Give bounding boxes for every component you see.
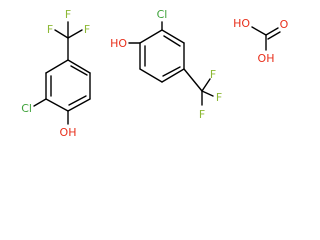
chlorine-atom-label: Cl <box>157 8 168 21</box>
hydroxyl-group-label: HO <box>233 17 250 30</box>
hydroxyl-group-label: HO <box>110 37 127 50</box>
fluorine-atom-label: F <box>210 68 216 81</box>
molecule-2-atoms: HO Cl F F F <box>110 8 222 121</box>
chlorine-atom-label: Cl <box>21 102 32 115</box>
molecule-1: F F F Cl OH <box>21 8 91 139</box>
fluorine-atom-label: F <box>199 108 205 121</box>
fluorine-atom-label: F <box>47 23 53 36</box>
molecule-3: HO O OH <box>233 17 289 65</box>
hydroxyl-group-label: OH <box>60 126 77 139</box>
molecule-2: HO Cl F F F <box>110 8 222 121</box>
molecule-2-bonds <box>128 21 214 106</box>
fluorine-atom-label: F <box>84 23 90 36</box>
molecule-3-atoms: HO O OH <box>233 17 289 65</box>
fluorine-atom-label: F <box>65 8 71 21</box>
molecule-1-atoms: F F F Cl OH <box>21 8 90 139</box>
chemical-structure-canvas: F F F Cl OH HO <box>21 8 289 139</box>
oxygen-atom-label: O <box>280 18 289 31</box>
chemical-structure-drawing: F F F Cl OH HO <box>21 8 289 139</box>
hydroxyl-group-label: OH <box>258 52 275 65</box>
molecule-1-bonds <box>33 21 91 125</box>
fluorine-atom-label: F <box>216 91 222 104</box>
molecule-3-bonds <box>251 26 281 51</box>
